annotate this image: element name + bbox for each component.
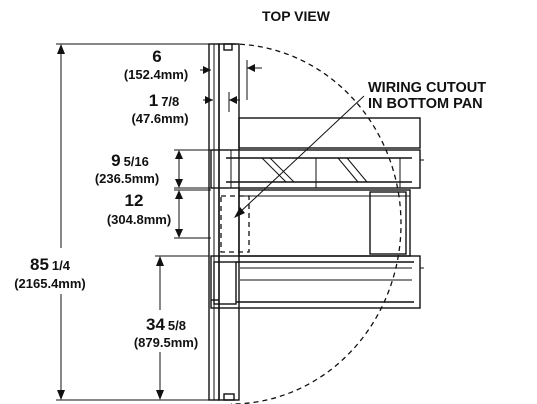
rack-diagonal-1	[261, 157, 287, 183]
dim-12-arrow-bottom	[175, 229, 183, 238]
dim-12-label: 12	[125, 191, 144, 210]
dim-34-arrow-bottom	[156, 390, 164, 400]
dim-6-arrow-left	[203, 66, 211, 74]
rack-diagonal-4	[346, 157, 368, 183]
rack-diagonal-2	[269, 157, 295, 183]
dim-85-arrow-bottom	[57, 390, 65, 400]
rack-diagonal-3	[337, 157, 359, 183]
wiring-note-line-1: WIRING CUTOUT	[368, 80, 486, 96]
wiring-leader-line	[237, 95, 365, 215]
dim-6-arrow-right	[247, 64, 255, 72]
door-top-cap	[223, 43, 233, 51]
dim-85-metric: (2165.4mm)	[14, 276, 86, 291]
lower-rack	[210, 255, 421, 309]
dim-1-arrow-right	[229, 96, 237, 104]
dim-12-metric: (304.8mm)	[107, 212, 171, 227]
dim-9-metric: (236.5mm)	[95, 171, 159, 186]
middle-right-block	[369, 191, 407, 255]
middle-cavity	[238, 189, 411, 257]
dim-1-metric: (47.6mm)	[131, 111, 188, 126]
dim-1-arrow-left	[205, 96, 213, 104]
dim-12-arrow-top	[175, 190, 183, 199]
dim-34-metric: (879.5mm)	[134, 335, 198, 350]
diagram-title: TOP VIEW	[262, 8, 331, 24]
door-bottom-cap	[223, 393, 235, 401]
wiring-note-line-2: IN BOTTOM PAN	[368, 96, 483, 112]
wiring-leader-arrow	[234, 207, 245, 218]
upper-shelf-outer	[238, 117, 421, 149]
lower-hinge-block	[213, 261, 237, 305]
door-swing-arc	[230, 43, 402, 404]
dim-6-label: 6	[152, 47, 161, 66]
dim-9-arrow-bottom	[175, 179, 183, 188]
wiring-cutout	[220, 195, 250, 253]
dim-34-arrow-top	[156, 256, 164, 266]
dim-85-arrow-top	[57, 44, 65, 54]
dim-9-arrow-top	[175, 150, 183, 159]
dim-6-metric: (152.4mm)	[124, 67, 188, 82]
